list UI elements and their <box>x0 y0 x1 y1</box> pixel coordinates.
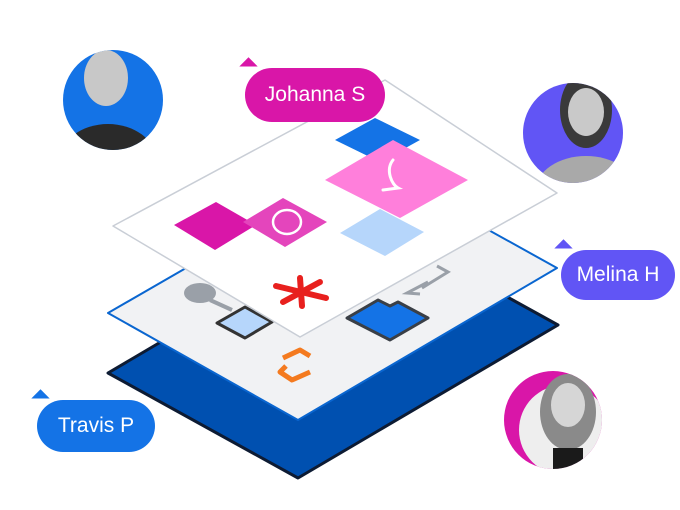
pink-diamond <box>325 140 468 218</box>
collaborator-tag-johanna: Johanna S <box>245 68 385 122</box>
gray-circle-shape <box>184 283 216 303</box>
arrow-icon <box>401 264 451 296</box>
circle-annotation-icon <box>271 208 303 236</box>
check-mark-icon <box>381 158 404 192</box>
top-layer-shapes <box>174 118 468 309</box>
light-blue-diamond <box>340 209 424 256</box>
orange-bracket-shape <box>277 347 312 383</box>
light-blue-box <box>215 305 274 340</box>
middle-layer-shapes <box>184 264 451 383</box>
document-shape <box>345 298 430 342</box>
collaborator-tag-melina: Melina H <box>561 250 675 300</box>
avatar-johanna <box>504 371 602 469</box>
pink-circle-diamond <box>243 198 327 247</box>
avatar-travis <box>63 50 163 150</box>
asterisk-icon <box>273 275 329 309</box>
magenta-diamond <box>174 202 256 250</box>
collaborator-tag-travis: Travis P <box>37 400 155 452</box>
top-layer <box>112 79 558 338</box>
arrow-icon <box>209 298 233 312</box>
